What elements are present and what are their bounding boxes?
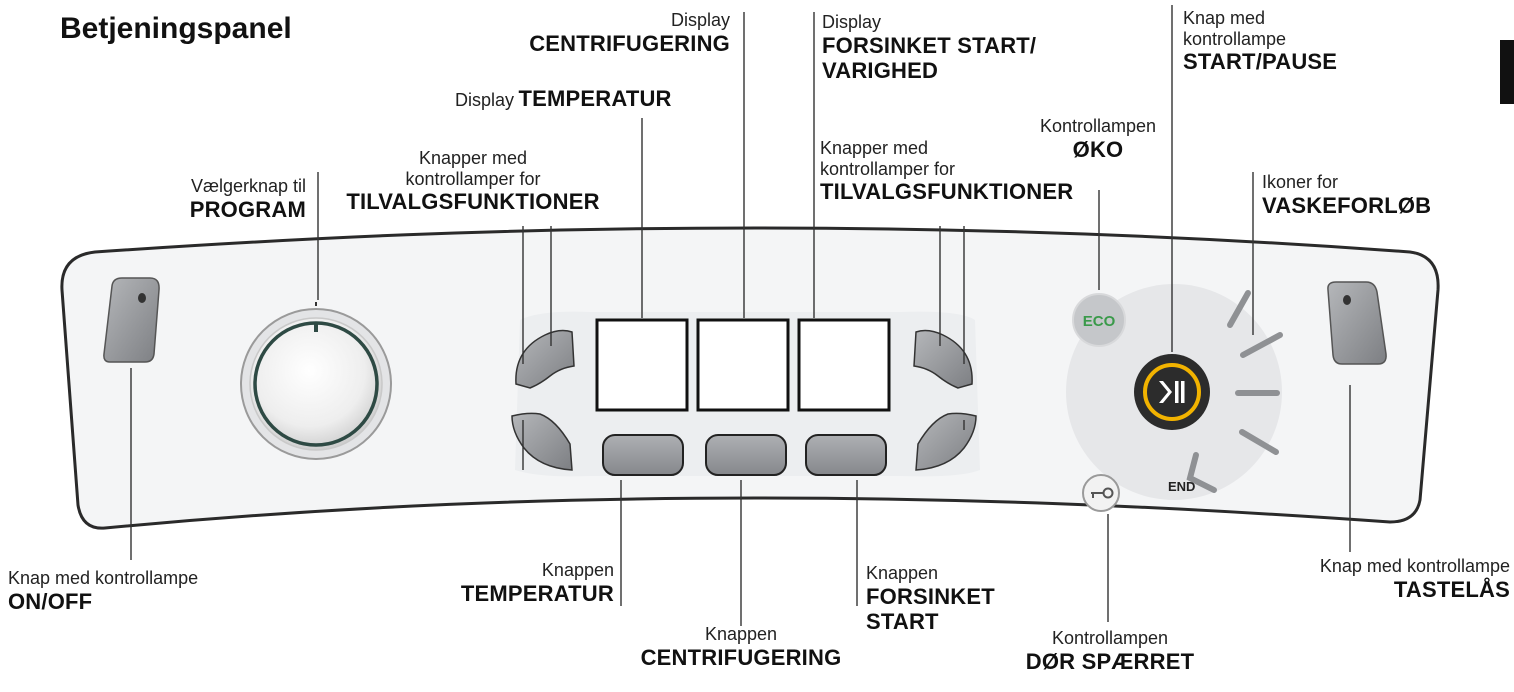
label-small: Knapper med	[820, 138, 929, 158]
key-lock-indicator-lamp	[1343, 295, 1351, 305]
label-big: TILVALGSFUNKTIONER	[346, 189, 600, 215]
label-delay-button: Knappen FORSINKET START	[866, 563, 995, 634]
label-big: TILVALGSFUNKTIONER	[820, 179, 1074, 205]
label-big: PROGRAM	[189, 196, 306, 222]
on-off-indicator-lamp	[138, 293, 146, 303]
option-button-left-top[interactable]	[515, 329, 575, 389]
end-label: END	[1168, 479, 1195, 494]
label-big: VASKEFORLØB	[1262, 192, 1432, 218]
on-off-button[interactable]	[103, 277, 160, 363]
label-small: Knapper med	[418, 148, 528, 168]
eco-lamp-label: ECO	[1083, 313, 1116, 330]
label-program-knob: Vælgerknap til PROGRAM	[110, 176, 306, 222]
option-button-left-bottom[interactable]	[511, 412, 573, 471]
label-big: ON/OFF	[8, 588, 93, 614]
label-display-temperatur: Display TEMPERATUR	[455, 86, 672, 111]
label-big: FORSINKET START/	[822, 32, 1037, 58]
label-big: TEMPERATUR	[518, 86, 672, 111]
label-door-lamp: Kontrollampen DØR SPÆRRET	[1018, 628, 1202, 674]
play-pause-icon	[1159, 381, 1185, 403]
label-small: kontrollamper for	[820, 158, 956, 179]
label-display-centrifugering: Display CENTRIFUGERING	[430, 10, 730, 56]
label-on-off: Knap med kontrollampe ON/OFF	[8, 568, 198, 614]
label-big: VARIGHED	[822, 57, 939, 83]
leader-lines	[130, 5, 1351, 626]
delay-duration-display	[797, 318, 891, 412]
label-small: Display	[670, 10, 730, 30]
label-options-right: Knapper med kontrollamper for TILVALGSFU…	[820, 138, 1073, 205]
temperature-button[interactable]	[602, 434, 684, 476]
wash-progress-icons	[1186, 290, 1283, 493]
program-knob[interactable]	[240, 308, 392, 460]
label-small: kontrollampe	[1183, 28, 1287, 49]
label-key-lock: Knap med kontrollampe TASTELÅS	[1260, 556, 1510, 602]
spin-button[interactable]	[705, 434, 787, 476]
label-small: Kontrollampen	[1039, 116, 1157, 136]
label-big: ØKO	[1072, 136, 1124, 162]
option-button-right-bottom[interactable]	[915, 412, 977, 471]
eco-lamp	[1072, 293, 1126, 347]
label-display-forsinket: Display FORSINKET START/ VARIGHED	[822, 12, 1036, 83]
delay-start-button[interactable]	[805, 434, 887, 476]
label-spin-button: Knappen CENTRIFUGERING	[620, 624, 862, 670]
label-small: Knappen	[541, 560, 614, 580]
label-small: Ikoner for	[1262, 172, 1339, 192]
program-knob-marker	[315, 302, 317, 306]
label-big: FORSINKET	[866, 583, 995, 609]
label-oko-lamp: Kontrollampen ØKO	[1010, 116, 1186, 162]
key-lock-button[interactable]	[1327, 281, 1387, 365]
label-small: kontrollamper for	[405, 168, 541, 189]
label-big: START/PAUSE	[1183, 49, 1338, 75]
label-start-pause: Knap med kontrollampe START/PAUSE	[1183, 8, 1337, 75]
label-small: Knap med kontrollampe	[8, 568, 199, 588]
label-small: Display	[455, 90, 515, 110]
page-edge-tab	[1500, 40, 1514, 104]
spin-display	[696, 318, 790, 412]
label-big: DØR SPÆRRET	[1025, 648, 1195, 674]
label-small: Knap med	[1183, 8, 1266, 28]
label-small: Knappen	[866, 563, 939, 583]
label-small: Knap med kontrollampe	[1319, 556, 1510, 576]
label-small: Knappen	[704, 624, 778, 644]
label-big: CENTRIFUGERING	[529, 30, 730, 56]
label-big: START	[866, 608, 939, 634]
label-options-left: Knapper med kontrollamper for TILVALGSFU…	[310, 148, 636, 215]
label-big: TASTELÅS	[1393, 576, 1510, 602]
label-big: CENTRIFUGERING	[640, 644, 842, 670]
label-small: Kontrollampen	[1051, 628, 1169, 648]
page-title: Betjeningspanel	[60, 12, 292, 45]
label-big: TEMPERATUR	[460, 580, 614, 606]
label-small: Display	[822, 12, 882, 32]
label-small: Vælgerknap til	[190, 176, 306, 196]
label-temperature-button: Knappen TEMPERATUR	[400, 560, 614, 606]
option-button-right-top[interactable]	[913, 329, 973, 389]
temperature-display	[595, 318, 689, 412]
key-icon	[1091, 487, 1114, 499]
label-wash-icons: Ikoner for VASKEFORLØB	[1262, 172, 1431, 218]
